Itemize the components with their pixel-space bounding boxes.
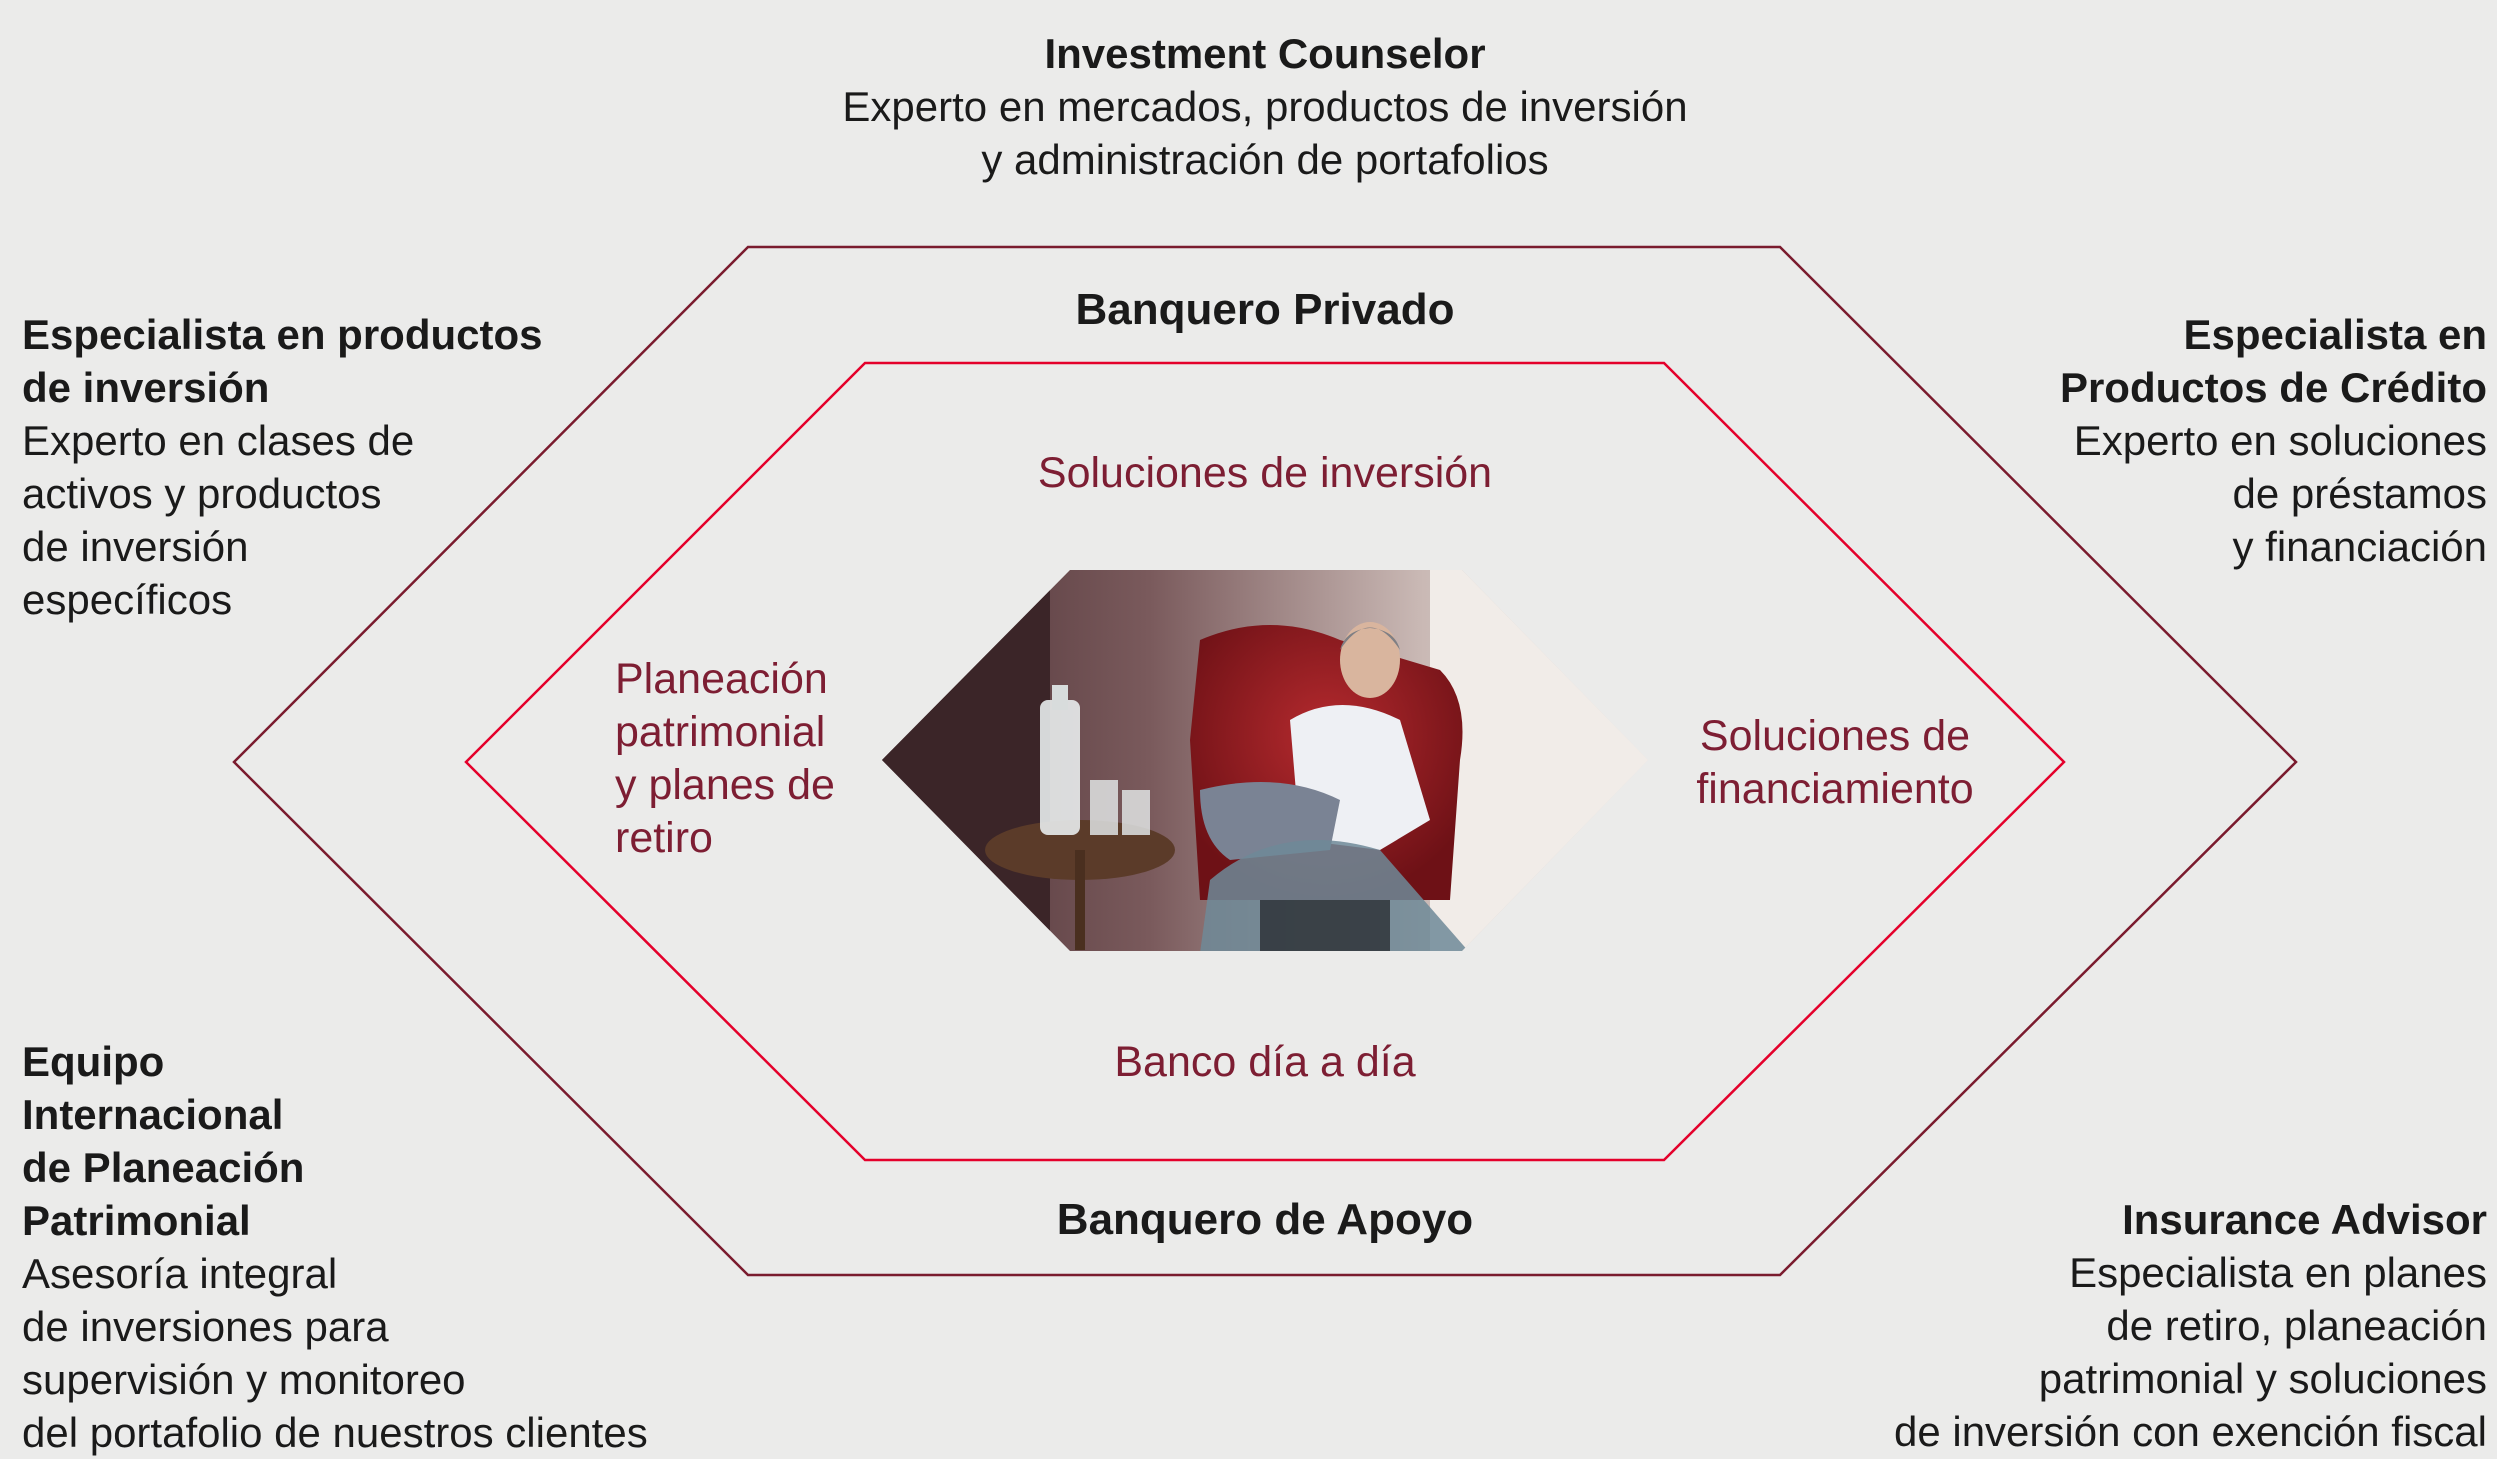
investment-counselor-desc-line1: Experto en mercados, productos de invers… xyxy=(842,83,1688,130)
investment-products-desc-line4: específicos xyxy=(22,576,233,623)
wealth-planning-title-line1: Equipo xyxy=(22,1038,165,1085)
investment-products-title-line2: de inversión xyxy=(22,364,270,411)
wealth-planning-title-line3: de Planeación xyxy=(22,1144,305,1191)
support-banker-label: Banquero de Apoyo xyxy=(1056,1195,1474,1244)
insurance-advisor-block: Insurance Advisor Especialista en planes… xyxy=(1894,1193,2487,1458)
consultation-photo xyxy=(882,570,1648,951)
wealth-retirement-line2: patrimonial xyxy=(615,708,826,756)
financing-solutions-line1: Soluciones de xyxy=(1699,712,1971,760)
credit-products-title-line2: Productos de Crédito xyxy=(2059,364,2487,411)
wealth-retirement-planning-label: Planeación patrimonial y planes de retir… xyxy=(615,653,835,865)
wealth-planning-title-line4: Patrimonial xyxy=(22,1197,251,1244)
investment-products-desc-line2: activos y productos xyxy=(22,470,382,517)
wealth-planning-title-line2: Internacional xyxy=(22,1091,284,1138)
investment-solutions-label: Soluciones de inversión xyxy=(1037,449,1493,497)
investment-products-specialist-block: Especialista en productos de inversión E… xyxy=(22,308,543,626)
investment-counselor-title: Investment Counselor xyxy=(1044,30,1486,77)
credit-products-title-line1: Especialista en xyxy=(2183,311,2488,358)
credit-products-desc-line1: Experto en soluciones xyxy=(2073,417,2487,464)
inner-hexagon xyxy=(464,361,2066,1162)
insurance-advisor-desc-line1: Especialista en planes xyxy=(2069,1249,2487,1296)
daily-banking-label: Banco día a día xyxy=(1114,1038,1416,1086)
wealth-retirement-line4: retiro xyxy=(615,814,713,862)
investment-products-title-line1: Especialista en productos xyxy=(22,311,543,358)
insurance-advisor-desc-line3: patrimonial y soluciones xyxy=(2038,1355,2487,1402)
credit-products-desc-line3: y financiación xyxy=(2232,523,2487,570)
insurance-advisor-desc-line2: de retiro, planeación xyxy=(2106,1302,2487,1349)
wealth-planning-desc-line3: supervisión y monitoreo xyxy=(22,1356,466,1403)
wealth-planning-desc-line4: del portafolio de nuestros clientes xyxy=(22,1409,648,1456)
financing-solutions-line2: financiamiento xyxy=(1696,765,1974,813)
wealth-retirement-line1: Planeación xyxy=(615,655,828,703)
insurance-advisor-desc-line4: de inversión con exención fiscal xyxy=(1893,1408,2487,1455)
investment-counselor-desc-line2: y administración de portafolios xyxy=(981,136,1549,183)
investment-products-desc-line1: Experto en clases de xyxy=(22,417,415,464)
outer-hexagon xyxy=(232,245,2298,1277)
financing-solutions-label: Soluciones de financiamiento xyxy=(1670,710,2000,816)
private-banker-label: Banquero Privado xyxy=(1075,285,1455,334)
wealth-planning-desc-line2: de inversiones para xyxy=(22,1303,389,1350)
investment-counselor-block: Investment Counselor Experto en mercados… xyxy=(0,27,2497,186)
insurance-advisor-title: Insurance Advisor xyxy=(2122,1196,2487,1243)
wealth-planning-desc-line1: Asesoría integral xyxy=(22,1250,338,1297)
wealth-retirement-line3: y planes de xyxy=(615,761,835,809)
credit-products-specialist-block: Especialista en Productos de Crédito Exp… xyxy=(2060,308,2487,573)
investment-products-desc-line3: de inversión xyxy=(22,523,249,570)
wealth-planning-team-block: Equipo Internacional de Planeación Patri… xyxy=(22,1035,648,1459)
credit-products-desc-line2: de préstamos xyxy=(2232,470,2487,517)
